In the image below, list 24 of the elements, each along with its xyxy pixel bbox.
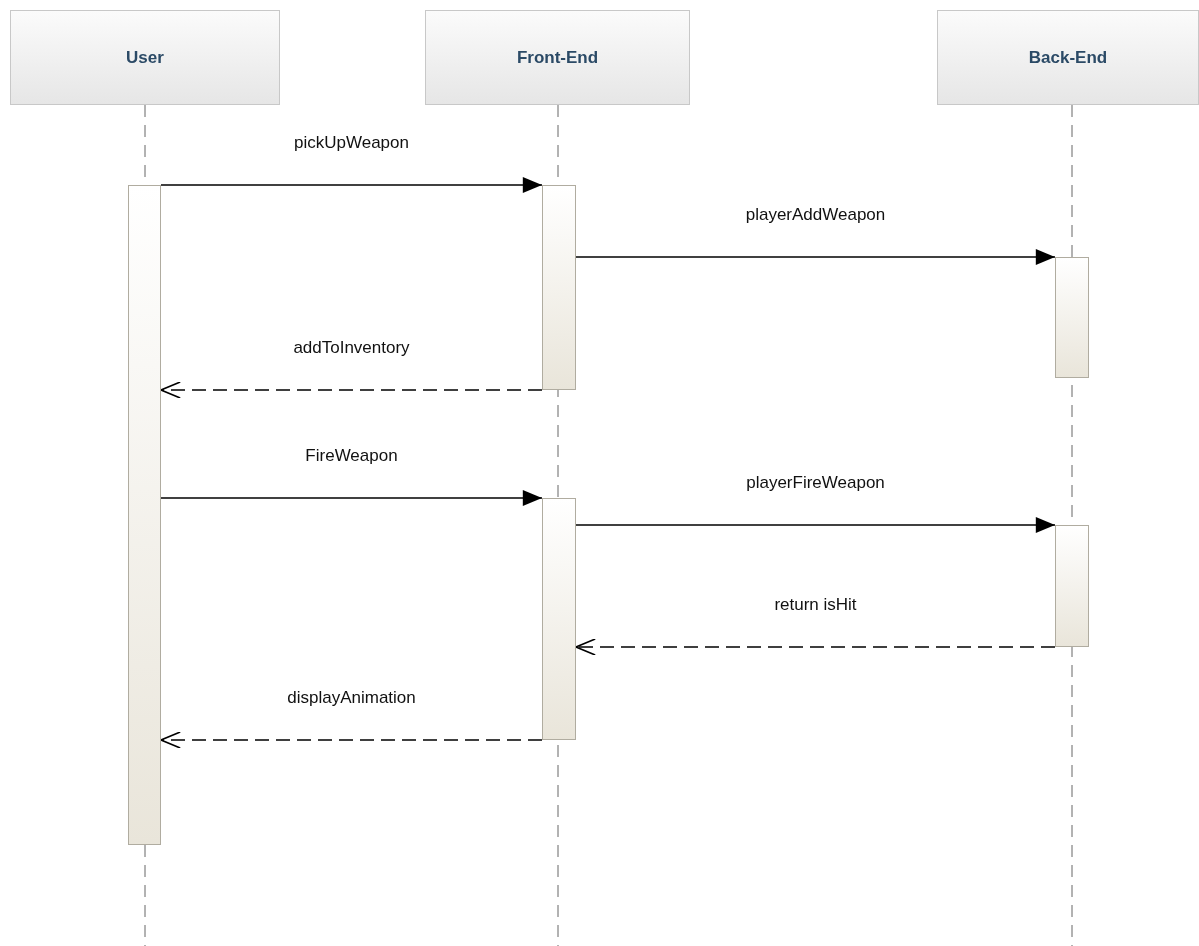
participant-name: Front-End [516, 47, 599, 68]
message-label: addToInventory [291, 338, 412, 358]
message-label: playerFireWeapon [744, 473, 887, 493]
activation-bar [542, 185, 576, 390]
message-arrow [160, 490, 543, 506]
message-arrow [575, 517, 1056, 533]
activation-bar [1055, 257, 1089, 378]
participant-name: Back-End [1028, 47, 1108, 68]
message-label: pickUpWeapon [292, 133, 411, 153]
message-arrow [575, 249, 1056, 265]
return-message-arrow [575, 638, 1056, 656]
message-label: FireWeapon [303, 446, 400, 466]
message-label: playerAddWeapon [743, 205, 888, 225]
message-label: displayAnimation [285, 688, 418, 708]
activation-bar [542, 498, 576, 740]
activation-bar [128, 185, 161, 845]
return-message-arrow [160, 381, 543, 399]
participant-name: User [126, 47, 164, 68]
lifeline-header [10, 10, 280, 105]
lifeline-header [425, 10, 690, 105]
lifeline-header [937, 10, 1199, 105]
activation-bar [1055, 525, 1089, 647]
return-message-arrow [160, 731, 543, 749]
message-arrow [160, 177, 543, 193]
